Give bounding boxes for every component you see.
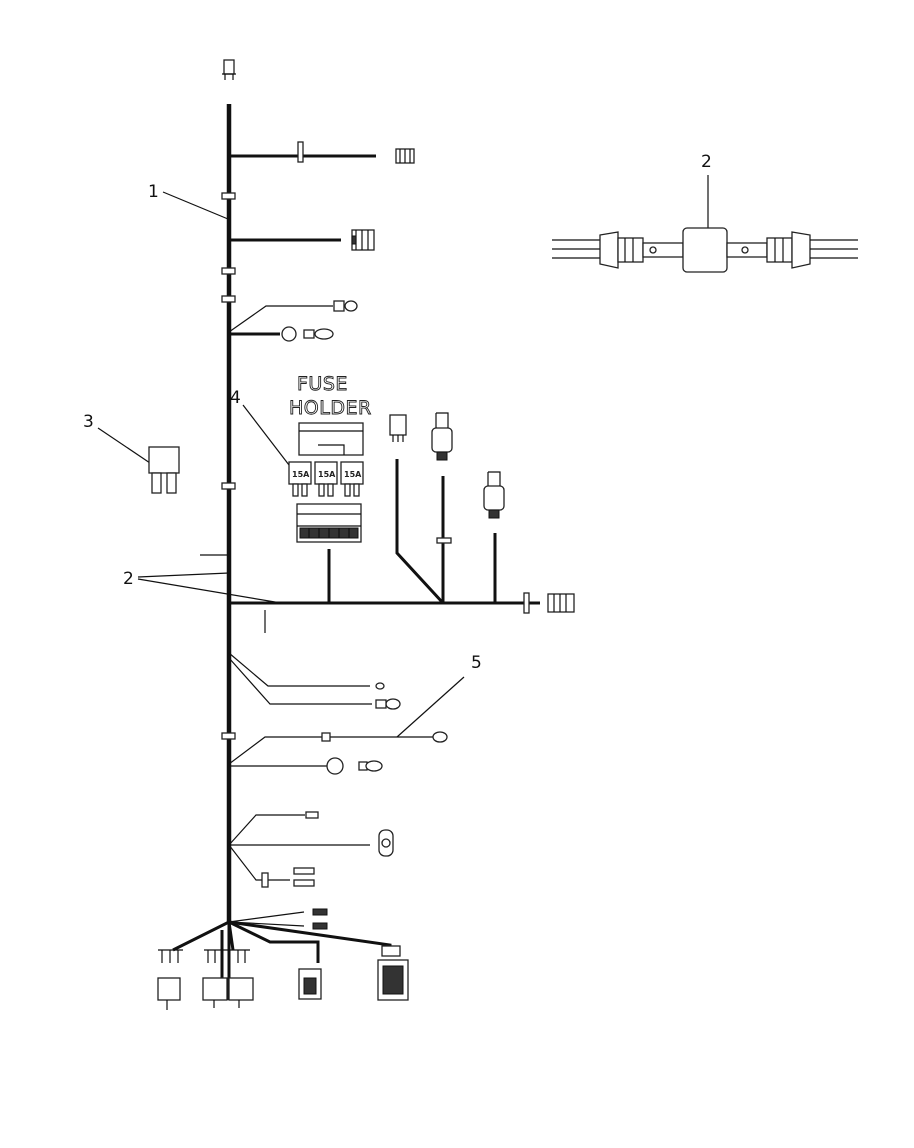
fuse-holder-cover [298, 422, 364, 456]
fuse-holder-label-line2: HOLDER [289, 397, 372, 419]
lower-main-branch [229, 459, 575, 614]
bottom-splice-terminals [228, 908, 328, 930]
bottom-connector-3 [298, 968, 322, 1000]
ring-terminal-branches [228, 300, 358, 342]
ground-lead-branch [228, 731, 448, 775]
fuse-rating-3: 15A [344, 470, 362, 479]
relay-connector [389, 414, 407, 442]
callout-5: 5 [471, 653, 482, 673]
fuse-row [288, 461, 364, 497]
branch-upper-connector [229, 141, 415, 164]
top-terminal-connector [222, 59, 236, 80]
fuse-rating-2: 15A [318, 470, 336, 479]
callout-4: 4 [230, 388, 241, 408]
butt-splice-connector [552, 227, 858, 273]
callout-3: 3 [83, 412, 94, 432]
sensor-connector-a [431, 412, 453, 461]
callout-2-splice: 2 [701, 152, 712, 172]
bottom-connector-1 [157, 949, 183, 1010]
callout-1: 1 [148, 182, 159, 202]
fuse-block-base [296, 503, 362, 543]
callout-2-splices: 2 [123, 569, 134, 589]
ring-terminal-group-lower [228, 652, 401, 710]
bottom-connector-4 [377, 945, 409, 1001]
bottom-connector-2 [202, 949, 254, 1008]
fuse-holder-label-line1: FUSE [297, 373, 348, 395]
fuse-rating-1: 15A [292, 470, 310, 479]
harness-clips [221, 192, 236, 740]
lower-wire-fan [228, 811, 394, 888]
branch-second-connector [229, 229, 375, 251]
sensor-connector-b [483, 471, 505, 519]
blade-fuse [148, 446, 180, 494]
